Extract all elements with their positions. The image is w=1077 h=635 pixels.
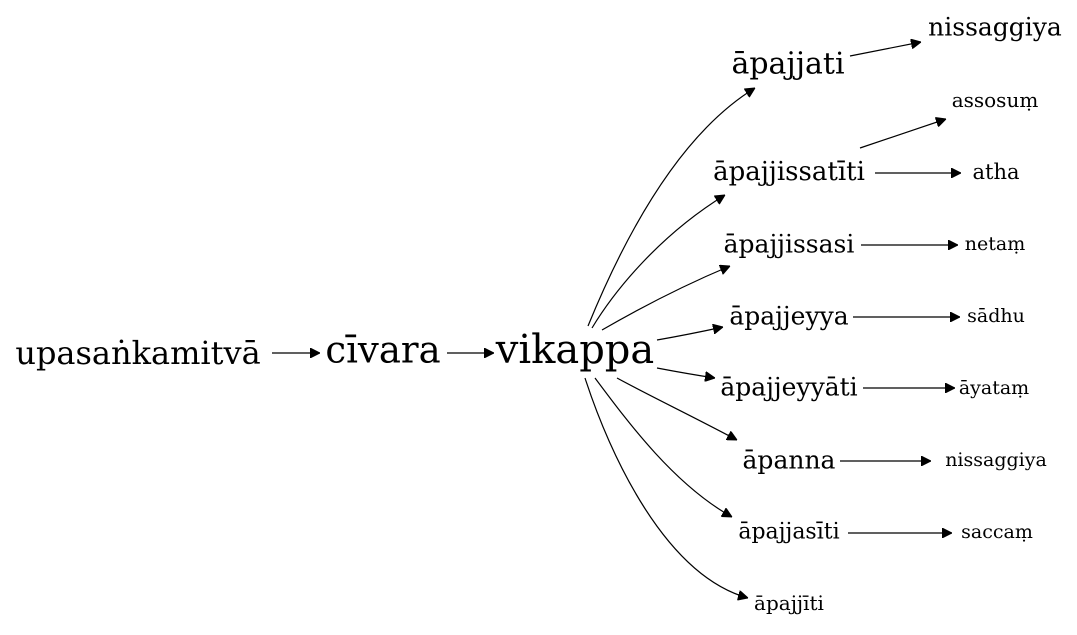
node-apanna: āpanna (743, 446, 836, 475)
node-saccam: saccaṃ (961, 521, 1033, 543)
node-nissaggiya-2: nissaggiya (945, 449, 1047, 471)
node-apajjasiti: āpajjasīti (738, 520, 839, 545)
node-sadhu: sādhu (967, 305, 1025, 327)
edge-vikappa-apajjeyya (656, 327, 723, 341)
node-apajjiti: āpajjīti (754, 591, 824, 615)
node-upasankamitva: upasaṅkamitvā (15, 334, 260, 372)
nodes: upasaṅkamitvā cīvara vikappa āpajjati āp… (15, 13, 1062, 616)
edge-vikappa-apanna (616, 377, 737, 441)
node-atha: atha (972, 160, 1019, 184)
edge-vikappa-apajjiti (584, 377, 748, 598)
node-apajjati: āpajjati (731, 47, 844, 82)
edge-vikappa-apajjasiti (594, 377, 732, 517)
edge-apajjati-nissaggiya-1 (849, 42, 921, 57)
node-apajjeyyati: āpajjeyyāti (720, 373, 857, 402)
edge-vikappa-apajjati (587, 88, 755, 327)
edges (272, 42, 961, 598)
node-apajjeyya: āpajjeyya (729, 302, 848, 331)
node-nissaggiya-1: nissaggiya (928, 13, 1062, 42)
node-netam: netaṃ (965, 233, 1025, 255)
node-apajjissasi: āpajjissasi (724, 230, 855, 259)
edge-vikappa-apajjeyyati (656, 367, 715, 378)
node-civara: cīvara (325, 329, 440, 372)
edge-vikappa-apajjissasi (601, 266, 730, 331)
node-assosum: assosuṃ (952, 88, 1039, 112)
node-apajjissatiti: āpajjissatīti (713, 157, 865, 187)
edge-vikappa-apajjissatiti (591, 195, 725, 329)
edge-apajjissatiti-assosum (859, 119, 946, 149)
node-ayatam: āyataṃ (959, 377, 1029, 399)
node-vikappa: vikappa (495, 327, 655, 373)
